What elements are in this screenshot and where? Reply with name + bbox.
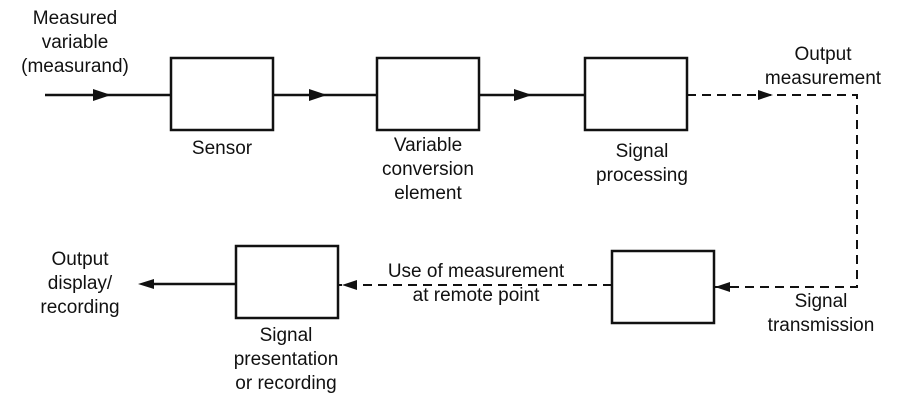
transmission-arrowhead (715, 282, 730, 292)
output-display-label: Output display/ recording (40, 249, 120, 318)
output-measurement-label: Output measurement (764, 44, 882, 89)
presentation-box (234, 244, 340, 320)
conversion-label: Variable conversion element (382, 135, 474, 204)
processing-label: Signal processing (596, 141, 688, 186)
transmission-box (610, 249, 716, 325)
sensor-box (169, 56, 275, 132)
input-arrowhead (93, 89, 111, 101)
input-label: Measured variable (measurand) (21, 8, 129, 77)
output-display-arrowhead (138, 279, 154, 289)
conversion-output-arrowhead (514, 89, 532, 101)
transmission-path (687, 94, 858, 288)
remote-use-label: Use of measurement at remote point (387, 261, 565, 306)
conversion-box (375, 56, 481, 132)
processing-box (583, 56, 689, 132)
sensor-output-arrowhead (309, 89, 327, 101)
measurement-arrowhead (758, 90, 773, 100)
sensor-label: Sensor (191, 138, 253, 159)
presentation-label: Signal presentation or recording (233, 325, 339, 394)
remote-arrowhead (342, 280, 357, 290)
transmission-label: Signal transmission (767, 291, 875, 336)
